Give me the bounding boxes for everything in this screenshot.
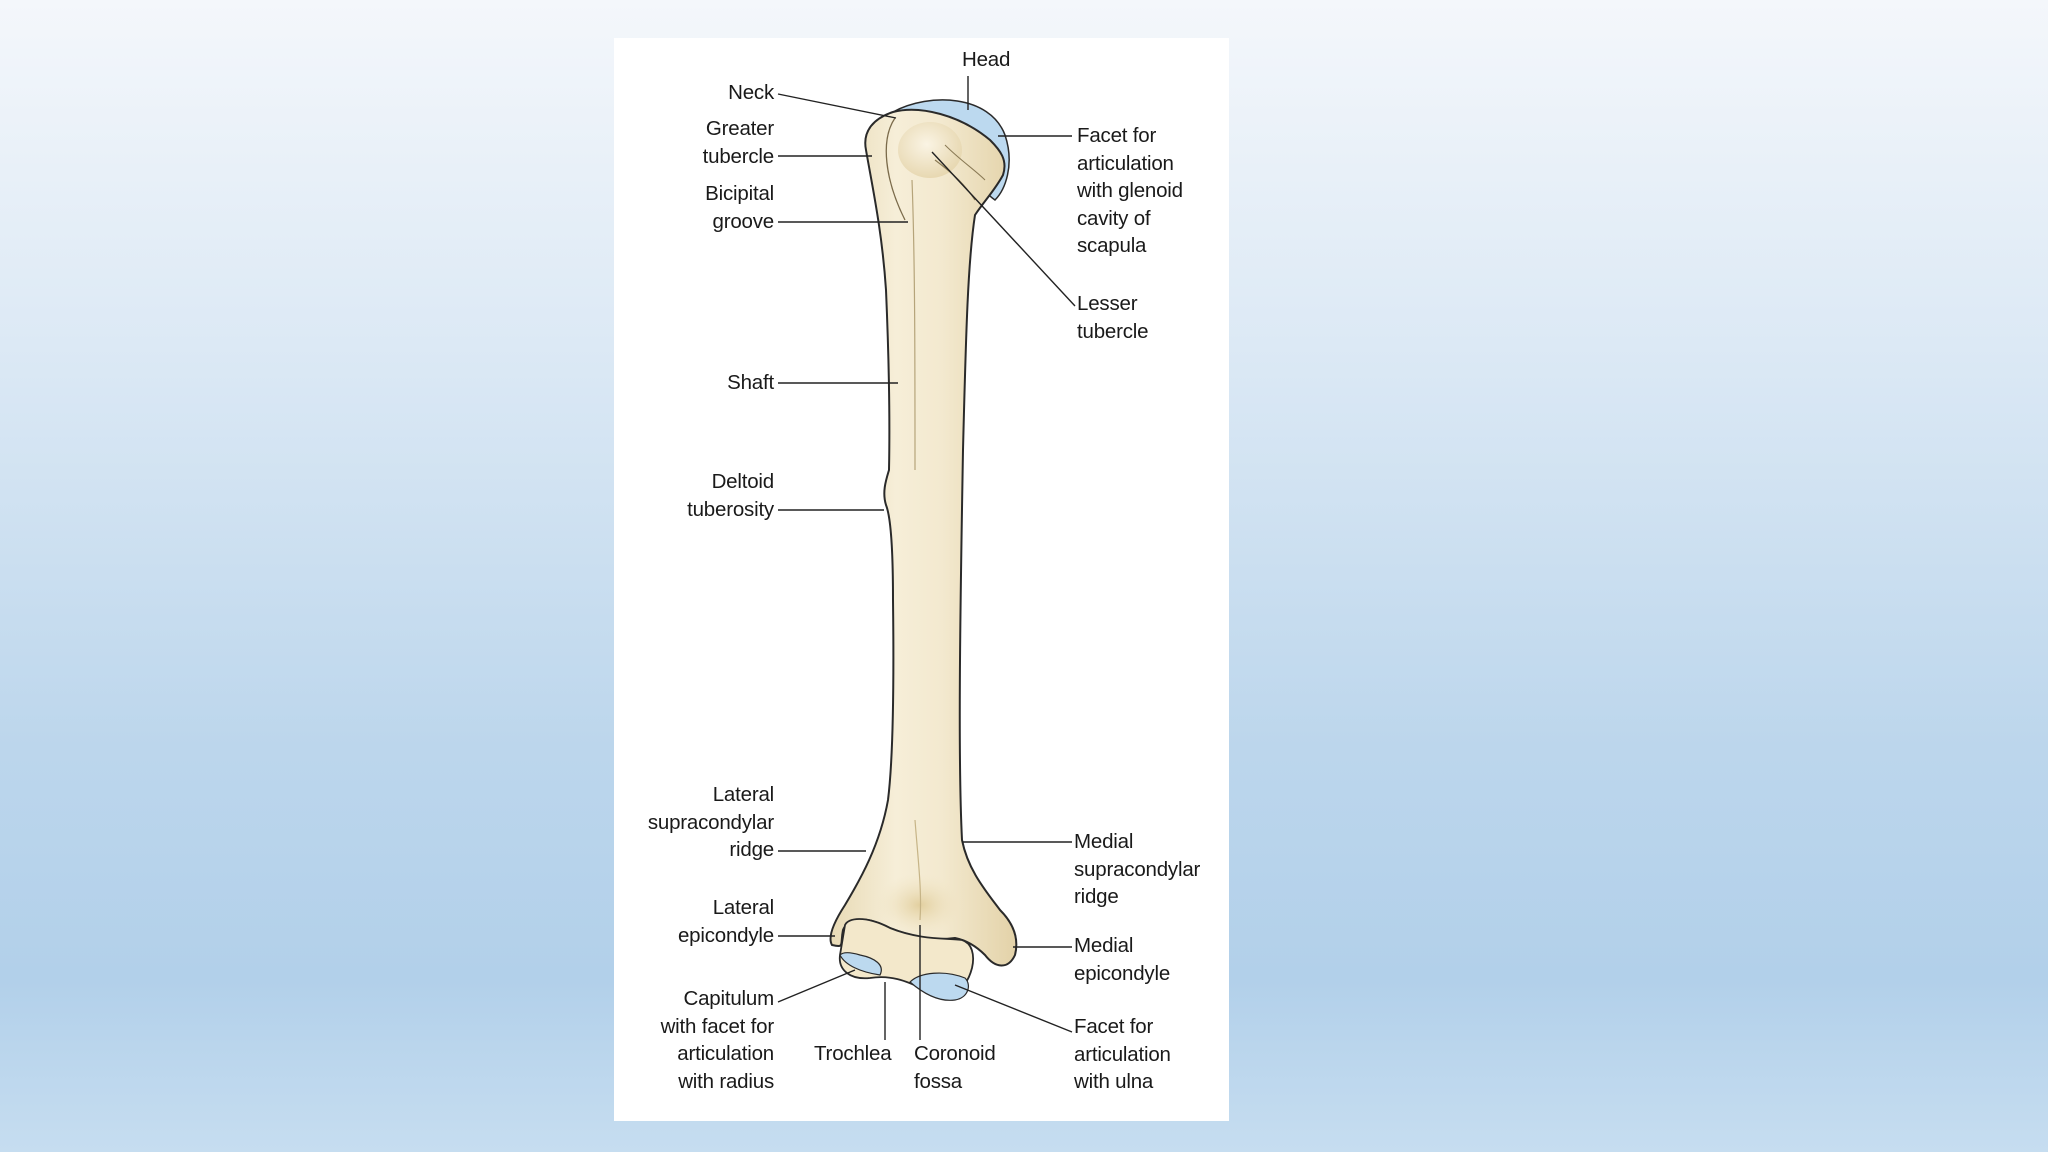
head-highlight — [898, 122, 962, 178]
label-head: Head — [962, 48, 1011, 71]
label-deltoid-tuberosity: Deltoid tuberosity — [687, 470, 774, 521]
label-facet-glenoid: Facet for articulation with glenoid cavi… — [1077, 124, 1183, 257]
leader-lines — [777, 76, 1076, 1040]
label-medial-supracondylar-ridge: Medial supracondylar ridge — [1074, 830, 1201, 908]
label-lateral-epicondyle: Lateral epicondyle — [677, 896, 774, 947]
greater-tubercle-outline — [885, 117, 906, 221]
label-coronoid-fossa: Coronoid fossa — [914, 1042, 996, 1093]
trochlea-cartilage — [909, 972, 969, 1001]
label-bicipital-groove: Bicipital groove — [705, 182, 774, 233]
capitulum-cartilage — [839, 952, 882, 976]
bicipital-groove-lines — [911, 179, 916, 471]
label-medial-epicondyle: Medial epicondyle — [1074, 934, 1171, 985]
label-lesser-tubercle: Lesser tubercle — [1077, 292, 1149, 343]
label-greater-tubercle: Greater tubercle — [702, 117, 775, 168]
label-neck: Neck — [728, 81, 774, 104]
label-trochlea: Trochlea — [814, 1042, 892, 1065]
label-shaft: Shaft — [727, 371, 774, 394]
humerus-bone — [829, 108, 1018, 967]
label-lateral-supracondylar-ridge: Lateral supracondylar ridge — [647, 783, 774, 861]
label-capitulum: Capitulum with facet for articulation wi… — [660, 987, 775, 1093]
label-facet-ulna: Facet for articulation with ulna — [1074, 1015, 1171, 1093]
